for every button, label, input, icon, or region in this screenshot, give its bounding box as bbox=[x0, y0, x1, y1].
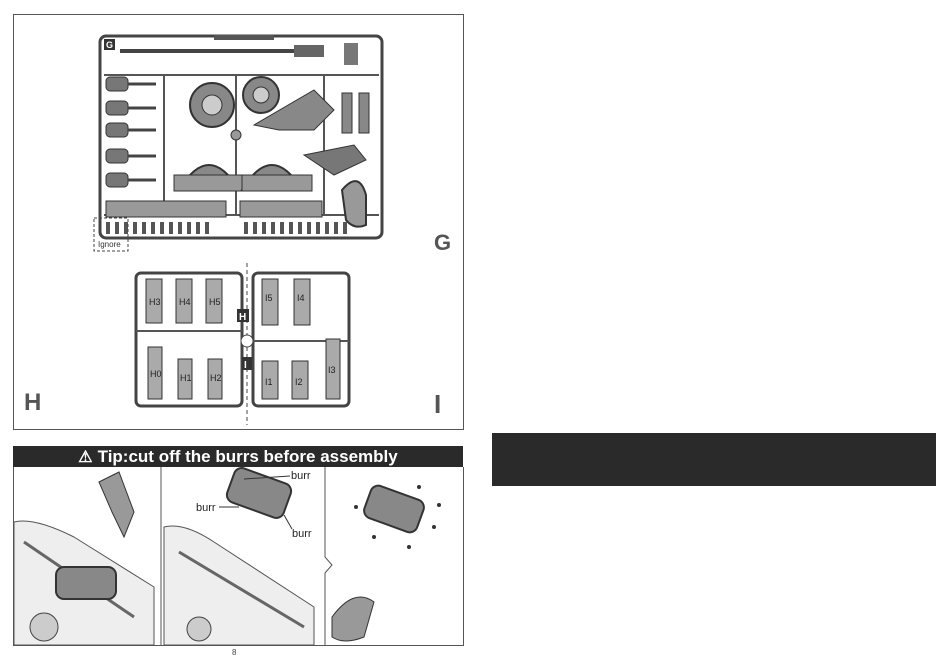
page-number: 8 bbox=[232, 648, 236, 657]
sprue-g-letter: G bbox=[434, 230, 451, 256]
sprue-i-tab: I bbox=[244, 360, 247, 371]
burr-label-top: burr bbox=[291, 470, 311, 482]
tip-header: ⚠ Tip:cut off the burrs before assembly bbox=[13, 446, 463, 467]
part-i2: I2 bbox=[295, 377, 303, 387]
warning-triangle-icon: ⚠ bbox=[78, 447, 92, 467]
tip-illustration-area: burr burr burr bbox=[13, 467, 464, 646]
burr-label-bottom: burr bbox=[292, 528, 312, 540]
sprue-h-letter: H bbox=[24, 389, 41, 417]
sprue-hi-illustration: H I H3 H4 H5 H0 H1 H2 I5 I4 I1 bbox=[14, 259, 463, 429]
sprue-g-panel: G bbox=[13, 14, 464, 261]
sprue-g-tab: G bbox=[106, 40, 113, 50]
part-i4: I4 bbox=[297, 293, 305, 303]
sprue-g-illustration: G bbox=[14, 15, 463, 260]
part-i3: I3 bbox=[328, 365, 336, 375]
part-h1: H1 bbox=[180, 373, 192, 383]
tip-illustrations: burr burr burr bbox=[14, 467, 463, 645]
burr-label-left: burr bbox=[196, 502, 216, 514]
redacted-block bbox=[492, 433, 936, 486]
sprue-hi-panel: H I H3 H4 H5 H0 H1 H2 I5 I4 I1 bbox=[13, 259, 464, 430]
tip-title: Tip:cut off the burrs before assembly bbox=[98, 447, 398, 467]
part-i1: I1 bbox=[265, 377, 273, 387]
sprue-h-tab: H bbox=[239, 312, 246, 323]
sprue-i-letter: I bbox=[434, 389, 441, 420]
part-i5: I5 bbox=[265, 293, 273, 303]
ignore-label: Ignore bbox=[98, 240, 121, 249]
part-h4: H4 bbox=[179, 297, 191, 307]
part-h2: H2 bbox=[210, 373, 222, 383]
part-h0: H0 bbox=[150, 369, 162, 379]
part-h3: H3 bbox=[149, 297, 161, 307]
part-h5: H5 bbox=[209, 297, 221, 307]
